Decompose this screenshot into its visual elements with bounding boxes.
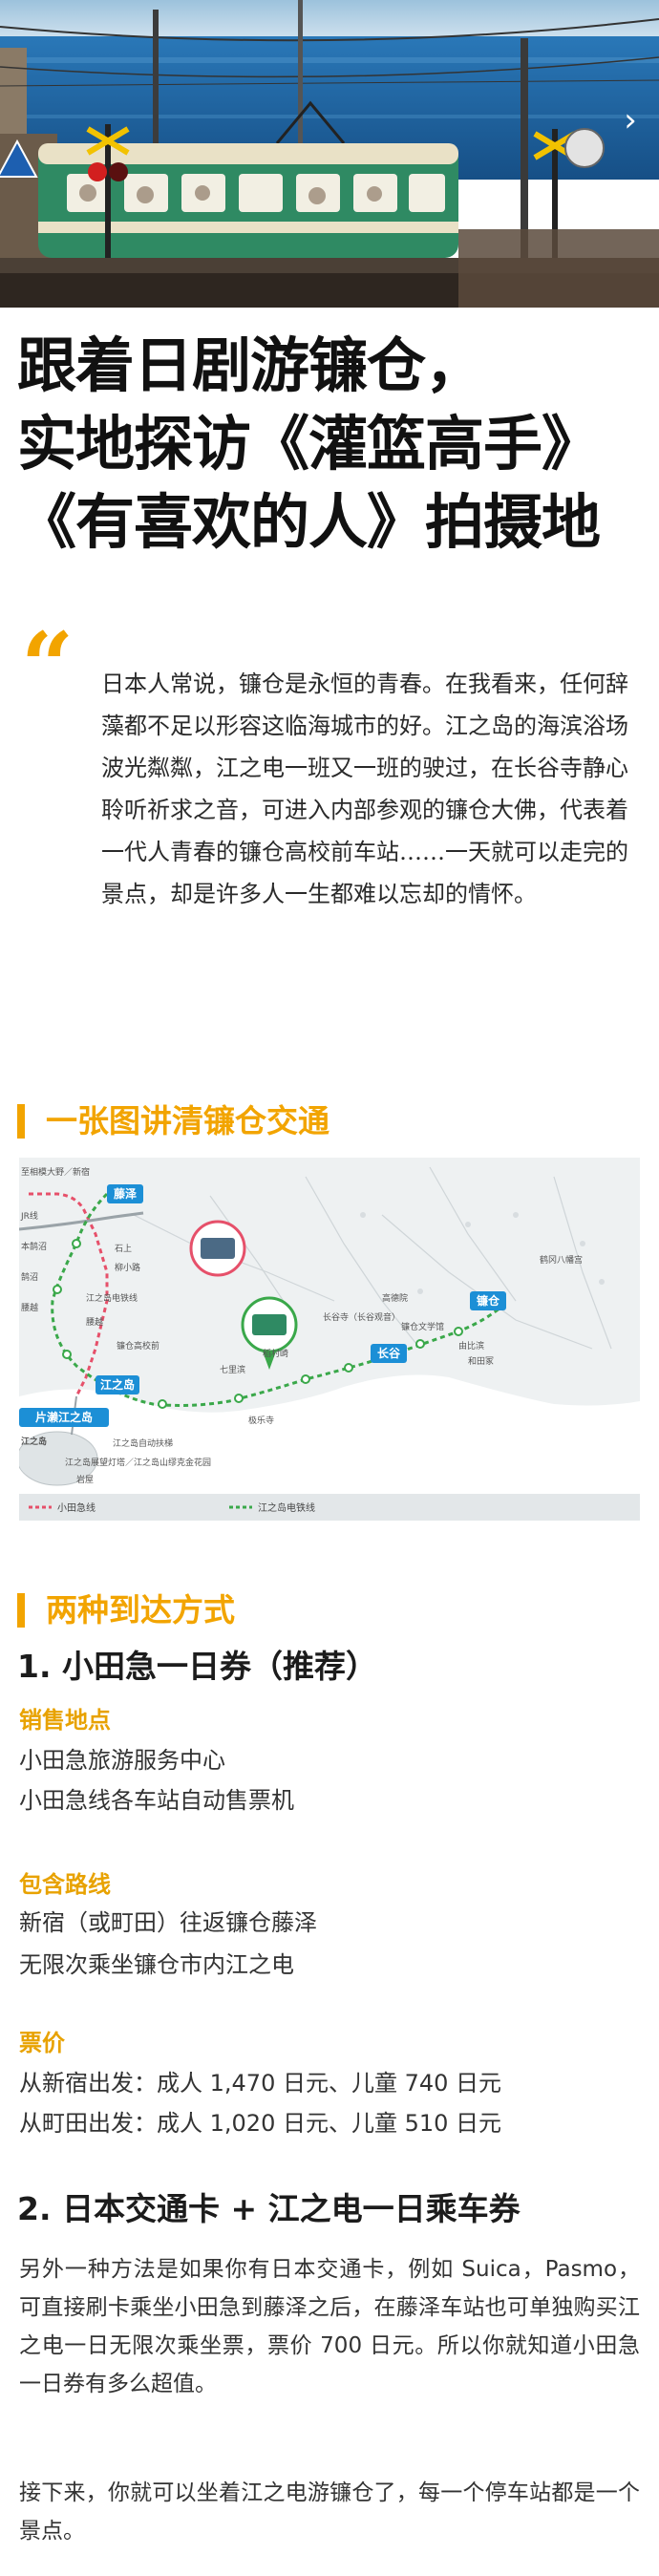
svg-text:和田冢: 和田冢	[468, 1356, 494, 1367]
price-label: 票价	[19, 2030, 65, 2056]
hero-image: ›	[0, 0, 659, 308]
section-header-transport: 一张图讲清镰仓交通	[17, 1100, 476, 1142]
svg-text:稻村崎: 稻村崎	[263, 1348, 288, 1359]
transport-map: 藤泽 江之岛 片濑江之岛 长谷 镰仓	[19, 1158, 640, 1521]
svg-text:腰越: 腰越	[21, 1302, 38, 1313]
title-line-1: 跟着日剧游镰仓，	[17, 330, 484, 400]
svg-text:极乐寺: 极乐寺	[248, 1415, 274, 1426]
sales-item: 小田急线各车站自动售票机	[19, 1787, 294, 1814]
next-image-button[interactable]: ›	[613, 103, 648, 138]
odakyu-line	[29, 1192, 109, 1397]
svg-text:江之岛自动扶梯: 江之岛自动扶梯	[113, 1437, 173, 1449]
section-title: 两种到达方式	[46, 1591, 235, 1629]
svg-text:至相模大野／新宿: 至相模大野／新宿	[21, 1166, 90, 1178]
section-header-access: 两种到达方式	[17, 1589, 361, 1631]
article-title: 跟着日剧游镰仓， 实地探访《灌篮高手》 《有喜欢的人》拍摄地	[17, 327, 648, 562]
crossing-signal-left	[86, 124, 130, 296]
title-line-3: 《有喜欢的人》拍摄地	[17, 487, 601, 557]
svg-text:长谷: 长谷	[377, 1346, 401, 1360]
title-line-2: 实地探访《灌篮高手》	[17, 409, 601, 479]
closing-paragraph: 接下来，你就可以坐着江之电游镰仓了，每一个停车站都是一个景点。	[19, 2480, 640, 2544]
svg-text:JR线: JR线	[20, 1210, 38, 1222]
svg-text:江之岛: 江之岛	[21, 1436, 47, 1447]
hero-illustration	[0, 0, 659, 308]
route-item: 新宿（或町田）往返镰仓藤泽	[19, 1909, 317, 1936]
svg-text:本鹄沼: 本鹄沼	[21, 1241, 47, 1252]
svg-text:片濑江之岛: 片濑江之岛	[35, 1410, 93, 1424]
svg-text:柳小路: 柳小路	[115, 1262, 140, 1273]
svg-text:由比滨: 由比滨	[458, 1340, 484, 1352]
section-bar	[17, 1104, 25, 1139]
svg-text:石上: 石上	[115, 1244, 132, 1254]
svg-text:高德院: 高德院	[382, 1292, 408, 1304]
quote-icon: “	[21, 612, 74, 720]
option2-title: 2. 日本交通卡 + 江之电一日乘车券	[17, 2190, 521, 2227]
svg-text:七里滨: 七里滨	[220, 1364, 245, 1375]
sales-label: 销售地点	[19, 1707, 111, 1734]
route-item: 无限次乘坐镰仓市内江之电	[19, 1951, 294, 1978]
price-item: 从町田出发：成人 1,020 日元、儿童 510 日元	[19, 2110, 502, 2137]
svg-text:镰仓高校前: 镰仓高校前	[117, 1340, 159, 1352]
chevron-right-icon: ›	[624, 101, 637, 139]
svg-text:小田急线: 小田急线	[57, 1501, 96, 1514]
svg-text:长谷寺（长谷观音）: 长谷寺（长谷观音）	[323, 1311, 400, 1323]
svg-text:鹤冈八幡宫: 鹤冈八幡宫	[540, 1254, 583, 1266]
svg-text:岩屋: 岩屋	[76, 1474, 94, 1485]
intro-paragraph: 日本人常说，镰仓是永恒的青春。在我看来，任何辞藻都不足以形容这临海城市的好。江之…	[101, 671, 628, 907]
svg-text:江之岛电铁线: 江之岛电铁线	[258, 1501, 315, 1514]
option1-title: 1. 小田急一日券（推荐）	[17, 1648, 377, 1685]
svg-text:江之岛: 江之岛	[100, 1377, 135, 1392]
svg-text:腰越: 腰越	[86, 1316, 103, 1328]
svg-text:江之岛电铁线: 江之岛电铁线	[86, 1292, 138, 1304]
svg-text:鹄沼: 鹄沼	[21, 1271, 38, 1283]
section-title: 一张图讲清镰仓交通	[46, 1102, 330, 1139]
sales-item: 小田急旅游服务中心	[19, 1747, 225, 1774]
svg-text:镰仓: 镰仓	[477, 1293, 500, 1308]
price-item: 从新宿出发：成人 1,470 日元、儿童 740 日元	[19, 2070, 502, 2097]
section-bar	[17, 1593, 25, 1628]
svg-text:镰仓文学馆: 镰仓文学馆	[401, 1321, 444, 1332]
svg-text:江之岛展望灯塔／江之岛山缪克金花园: 江之岛展望灯塔／江之岛山缪克金花园	[65, 1457, 211, 1468]
option2-paragraph: 另外一种方法是如果你有日本交通卡，例如 Suica，Pasmo，可直接刷卡乘坐小…	[19, 2257, 640, 2396]
crossing-signal-right	[533, 128, 605, 301]
route-label: 包含路线	[19, 1871, 111, 1898]
svg-text:藤泽: 藤泽	[113, 1186, 137, 1201]
